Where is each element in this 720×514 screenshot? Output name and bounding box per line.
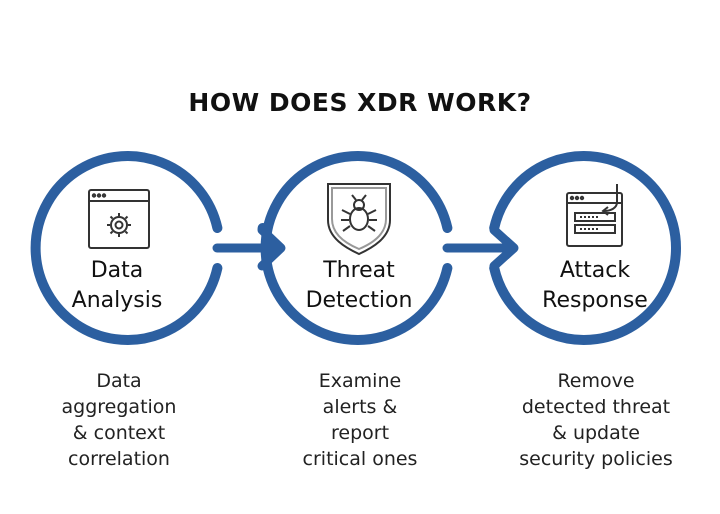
step-description-line: alerts & — [322, 396, 398, 418]
step-description-line: Remove — [557, 370, 635, 392]
step-description-line: detected threat — [521, 396, 671, 418]
step-label-data-analysis: Data Analysis — [32, 256, 202, 316]
step-description-line: correlation — [68, 448, 170, 470]
step-label-line: Response — [542, 288, 648, 313]
step-description-line: & update — [552, 422, 640, 444]
step-description-line: aggregation — [61, 396, 177, 418]
step-description-threat-detection: Examine alerts & report critical ones — [255, 368, 465, 472]
step-description-data-analysis: Data aggregation & context correlation — [14, 368, 224, 472]
step-description-line: security policies — [519, 448, 673, 470]
server-update-icon — [566, 184, 623, 247]
step-description-attack-response: Remove detected threat & update security… — [491, 368, 701, 472]
step-description-line: report — [330, 422, 390, 444]
arrow-group — [212, 225, 519, 271]
step-description-line: Examine — [318, 370, 402, 392]
step-label-line: Analysis — [71, 288, 163, 313]
diagram-title: HOW DOES XDR WORK? — [188, 88, 532, 117]
arrow-2-icon — [442, 225, 519, 271]
step-description-line: Data — [96, 370, 142, 392]
step-label-line: Threat — [323, 258, 395, 283]
step-description-line: & context — [72, 422, 166, 444]
step-label-line: Attack — [559, 258, 631, 283]
ring-attack-response — [489, 151, 681, 345]
arrow-1-icon — [212, 225, 286, 271]
ring-data-analysis — [30, 151, 223, 345]
step-description-line: critical ones — [302, 448, 418, 470]
gear-window-icon — [88, 189, 150, 249]
step-label-attack-response: Attack Response — [510, 256, 680, 316]
bug-shield-icon — [327, 183, 391, 256]
step-label-line: Data — [90, 258, 144, 283]
step-label-line: Detection — [305, 288, 413, 313]
step-label-threat-detection: Threat Detection — [274, 256, 444, 316]
